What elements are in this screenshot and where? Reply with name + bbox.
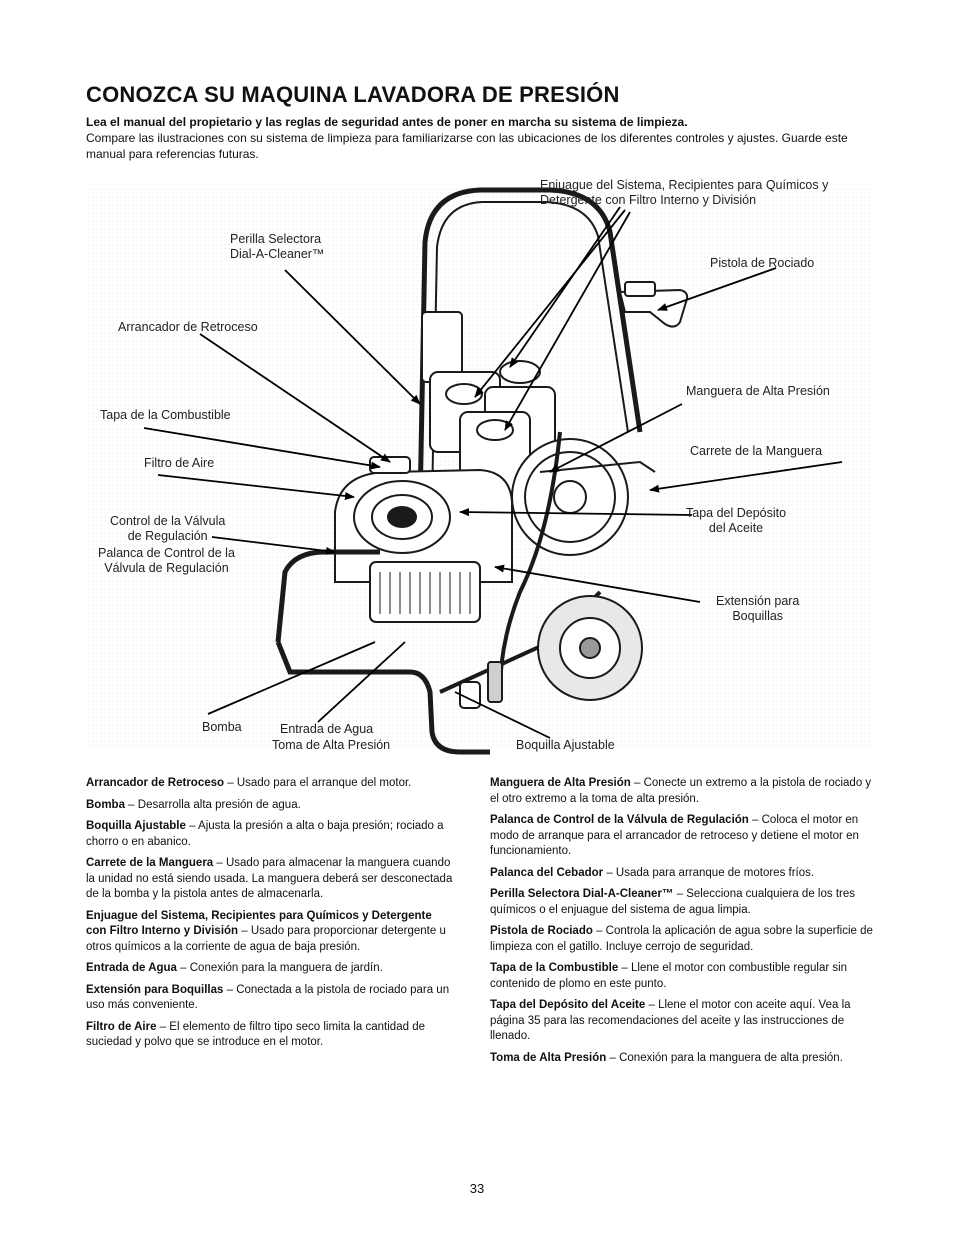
page-number: 33 bbox=[469, 1181, 485, 1196]
label-perilla: Perilla Selectora Dial-A-Cleaner™ bbox=[230, 232, 325, 261]
pressure-washer-illustration bbox=[88, 186, 872, 755]
label-extension: Extensión para Boquillas bbox=[716, 594, 800, 623]
label-enjuague: Enjuague del Sistema, Recipientes para Q… bbox=[540, 178, 829, 207]
intro-paragraph: Lea el manual del propietario y las regl… bbox=[86, 114, 876, 162]
desc-entry: Tapa de la Combustible – Llene el motor … bbox=[490, 962, 848, 990]
desc-entry: Enjuague del Sistema, Recipientes para Q… bbox=[86, 909, 446, 953]
page-title: CONOZCA SU MAQUINA LAVADORA DE PRESIÓN bbox=[86, 82, 620, 107]
label-entrada: Entrada de Agua bbox=[280, 722, 374, 736]
label-manguera-alta: Manguera de Alta Presión bbox=[686, 384, 830, 398]
intro-warning: Lea el manual del propietario y las regl… bbox=[86, 115, 688, 129]
label-palanca: Palanca de Control de la Válvula de Regu… bbox=[98, 546, 235, 575]
desc-entry: Filtro de Aire – El elemento de filtro t… bbox=[86, 1020, 425, 1049]
desc-entry: Pistola de Rociado – Controla la aplicac… bbox=[490, 925, 873, 953]
desc-entry: Toma de Alta Presión – Conexión para la … bbox=[490, 1051, 843, 1064]
desc-entry: Palanca de Control de la Válvula de Regu… bbox=[490, 814, 859, 857]
label-carrete: Carrete de la Manguera bbox=[690, 444, 823, 458]
intro-text: Compare las ilustraciones con su sistema… bbox=[86, 131, 848, 161]
label-filtro: Filtro de Aire bbox=[144, 456, 215, 470]
label-arrancador: Arrancador de Retroceso bbox=[118, 320, 258, 334]
desc-entry: Perilla Selectora Dial-A-Cleaner™ – Sele… bbox=[490, 888, 855, 916]
desc-entry: Extensión para Boquillas – Conectada a l… bbox=[86, 983, 450, 1012]
label-toma: Toma de Alta Presión bbox=[272, 738, 391, 752]
desc-entry: Bomba – Desarrolla alta presión de agua. bbox=[86, 798, 301, 811]
desc-entry: Palanca del Cebador – Usada para arranqu… bbox=[490, 866, 815, 879]
desc-entry: Carrete de la Manguera – Usado para alma… bbox=[86, 857, 453, 900]
desc-entry: Tapa del Depósito del Aceite – Llene el … bbox=[490, 999, 851, 1042]
label-bomba: Bomba bbox=[202, 720, 242, 734]
desc-entry: Arrancador de Retroceso – Usado para el … bbox=[86, 777, 412, 789]
desc-entry: Boquilla Ajustable – Ajusta la presión a… bbox=[86, 820, 444, 848]
label-tapa-combustible: Tapa de la Combustible bbox=[100, 408, 231, 422]
desc-entry: Manguera de Alta Presión – Conecte un ex… bbox=[490, 777, 872, 805]
label-pistola: Pistola de Rociado bbox=[710, 256, 815, 270]
desc-entry: Entrada de Agua – Conexión para la mangu… bbox=[86, 962, 383, 974]
label-boquilla: Boquilla Ajustable bbox=[516, 738, 615, 752]
label-control-valvula: Control de la Válvula de Regulación bbox=[110, 514, 226, 543]
pressure-washer-diagram: Enjuague del Sistema, Recipientes para Q… bbox=[80, 172, 880, 762]
descriptions-right-column: Manguera de Alta Presión – Conecte un ex… bbox=[490, 776, 878, 1072]
descriptions-left-column: Arrancador de Retroceso – Usado para el … bbox=[86, 776, 454, 1057]
label-tapa-deposito: Tapa del Depósito del Aceite bbox=[686, 506, 787, 535]
